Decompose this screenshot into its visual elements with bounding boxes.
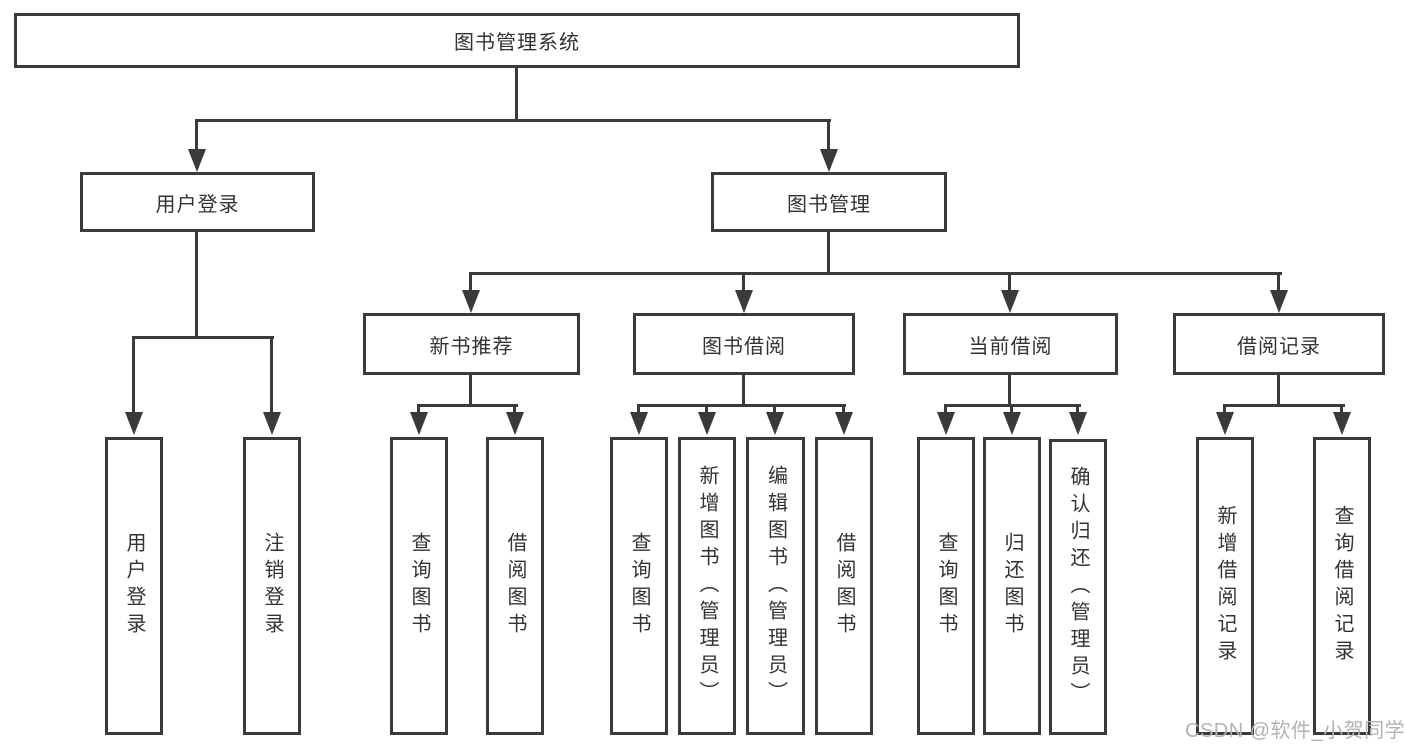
node-book-borrow: 图书借阅 bbox=[633, 313, 855, 375]
node-user-login-label: 用户登录 bbox=[155, 193, 240, 216]
arrow-down-icon bbox=[125, 412, 143, 435]
node-borrow-records-label: 借阅记录 bbox=[1237, 335, 1321, 358]
connector-borrow-records-bus bbox=[1223, 404, 1345, 407]
node-new-book-rec-label: 新书推荐 bbox=[429, 335, 514, 358]
connector-stem-book-borrow bbox=[742, 272, 745, 292]
connector-stem bbox=[1076, 404, 1079, 414]
connector-stem-book-mgmt bbox=[827, 119, 830, 152]
leaf-bookborrow-query: 查询图书 bbox=[610, 437, 668, 735]
leaf-newbookrec-borrow: 借阅图书 bbox=[486, 437, 544, 735]
connector-user-login-drop bbox=[195, 232, 198, 339]
leaf-newbookrec-query: 查询图书 bbox=[390, 437, 448, 735]
connector-stem bbox=[1010, 404, 1013, 414]
leaf-bookborrow-query-label: 查询图书 bbox=[628, 532, 650, 640]
leaf-logout-label: 注销登录 bbox=[261, 532, 283, 640]
leaf-newbookrec-query-label: 查询图书 bbox=[408, 532, 430, 640]
arrow-down-icon bbox=[1001, 290, 1019, 313]
arrow-down-icon bbox=[735, 290, 753, 313]
node-new-book-rec: 新书推荐 bbox=[363, 313, 580, 375]
arrow-down-icon bbox=[698, 412, 716, 435]
leaf-borrowrecords-add-label: 新增借阅记录 bbox=[1214, 505, 1236, 667]
arrow-down-icon bbox=[766, 412, 784, 435]
leaf-currentborrow-return-label: 归还图书 bbox=[1001, 532, 1023, 640]
connector-borrow-records-drop bbox=[1277, 375, 1280, 407]
connector-user-login-bus bbox=[132, 336, 274, 339]
arrow-down-icon bbox=[1069, 412, 1087, 435]
leaf-user-login: 用户登录 bbox=[105, 437, 163, 735]
connector-book-borrow-bus bbox=[637, 404, 846, 407]
leaf-borrowrecords-query-label: 查询借阅记录 bbox=[1331, 505, 1353, 667]
connector-stem-leaf-logout bbox=[270, 336, 273, 412]
node-borrow-records: 借阅记录 bbox=[1173, 313, 1385, 375]
connector-current-borrow-drop bbox=[1008, 375, 1011, 407]
node-current-borrow: 当前借阅 bbox=[903, 313, 1118, 375]
leaf-bookborrow-borrow-label: 借阅图书 bbox=[833, 532, 855, 640]
csdn-watermark: CSDN @软件_小贺同学 bbox=[1185, 720, 1405, 742]
node-book-mgmt-label: 图书管理 bbox=[787, 193, 871, 216]
node-root-label: 图书管理系统 bbox=[454, 32, 580, 54]
arrow-down-icon bbox=[820, 149, 838, 172]
node-user-login: 用户登录 bbox=[80, 172, 315, 232]
leaf-currentborrow-return: 归还图书 bbox=[983, 437, 1041, 735]
leaf-borrowrecords-add: 新增借阅记录 bbox=[1196, 437, 1254, 735]
leaf-currentborrow-confirm: 确认归还（管理员） bbox=[1049, 439, 1107, 735]
connector-new-book-rec-drop bbox=[469, 375, 472, 407]
connector-stem bbox=[842, 404, 845, 414]
leaf-bookborrow-edit-label: 编辑图书（管理员） bbox=[764, 464, 787, 708]
arrow-down-icon bbox=[263, 412, 281, 435]
arrow-down-icon bbox=[1333, 412, 1351, 435]
leaf-bookborrow-borrow: 借阅图书 bbox=[815, 437, 873, 735]
connector-stem bbox=[944, 404, 947, 414]
arrow-down-icon bbox=[1270, 290, 1288, 313]
leaf-logout: 注销登录 bbox=[243, 437, 301, 735]
node-root: 图书管理系统 bbox=[14, 13, 1020, 68]
connector-root-bus bbox=[195, 119, 831, 122]
leaf-currentborrow-confirm-label: 确认归还（管理员） bbox=[1067, 465, 1089, 709]
connector-book-borrow-drop bbox=[742, 375, 745, 407]
connector-book-mgmt-bus bbox=[469, 272, 1282, 275]
connector-stem bbox=[705, 404, 708, 414]
arrow-down-icon bbox=[1216, 412, 1234, 435]
connector-stem bbox=[773, 404, 776, 414]
connector-stem bbox=[513, 404, 516, 414]
leaf-newbookrec-borrow-label: 借阅图书 bbox=[504, 532, 526, 640]
connector-stem bbox=[1340, 404, 1343, 414]
node-book-mgmt: 图书管理 bbox=[711, 172, 947, 232]
connector-stem bbox=[1223, 404, 1226, 414]
leaf-bookborrow-add: 新增图书（管理员） bbox=[678, 437, 736, 735]
connector-stem bbox=[637, 404, 640, 414]
leaf-borrowrecords-query: 查询借阅记录 bbox=[1313, 437, 1371, 735]
connector-root-drop bbox=[515, 68, 518, 122]
node-book-borrow-label: 图书借阅 bbox=[702, 335, 786, 358]
connector-new-book-rec-bus bbox=[417, 404, 518, 407]
arrow-down-icon bbox=[630, 412, 648, 435]
arrow-down-icon bbox=[462, 290, 480, 313]
arrow-down-icon bbox=[1003, 412, 1021, 435]
arrow-down-icon bbox=[835, 412, 853, 435]
connector-stem bbox=[417, 404, 420, 414]
connector-stem-borrow-records bbox=[1277, 272, 1280, 292]
connector-stem-user-login bbox=[195, 119, 198, 152]
connector-book-mgmt-drop bbox=[827, 232, 830, 275]
arrow-down-icon bbox=[410, 412, 428, 435]
connector-stem-new-book-rec bbox=[469, 272, 472, 292]
node-current-borrow-label: 当前借阅 bbox=[968, 335, 1053, 358]
leaf-bookborrow-add-label: 新增图书（管理员） bbox=[696, 464, 718, 708]
leaf-currentborrow-query: 查询图书 bbox=[917, 437, 975, 735]
connector-stem-current-borrow bbox=[1008, 272, 1011, 292]
arrow-down-icon bbox=[937, 412, 955, 435]
leaf-bookborrow-edit: 编辑图书（管理员） bbox=[746, 437, 805, 735]
leaf-user-login-label: 用户登录 bbox=[123, 532, 145, 640]
arrow-down-icon bbox=[506, 412, 524, 435]
connector-stem-leaf-user-login bbox=[132, 336, 135, 412]
leaf-currentborrow-query-label: 查询图书 bbox=[935, 532, 957, 640]
arrow-down-icon bbox=[188, 149, 206, 172]
